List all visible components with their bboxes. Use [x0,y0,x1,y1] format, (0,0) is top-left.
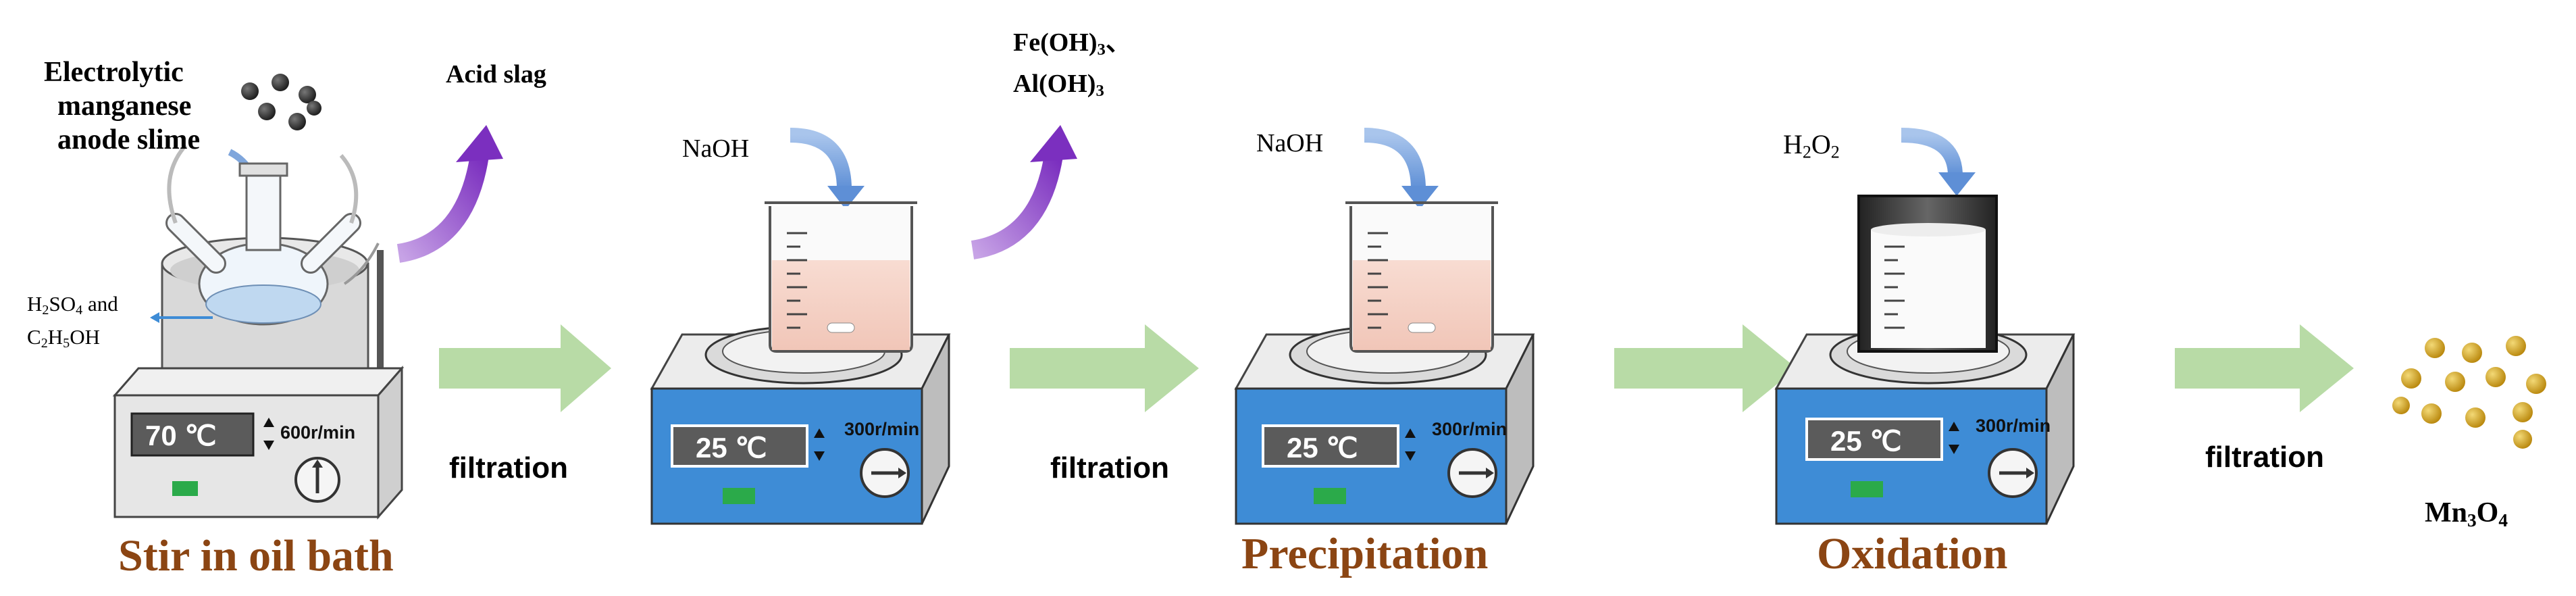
stirrer-4-speed: 300r/min [1976,416,2051,436]
acid-formula: H2SO4 and [27,292,118,318]
stirrer-4 [1774,325,2076,525]
product-label: Mn3O4 [2425,497,2508,530]
beaker-2 [765,201,917,353]
step-stir-title: Stir in oil bath [118,531,394,580]
stirrer-2-speed: 300r/min [844,419,920,439]
hydroxide-label: Fe(OH)3、 Al(OH)3 [1013,26,1131,108]
naoh-label-2: NaOH [1256,129,1324,157]
filtration-label-2: filtration [1050,451,1169,485]
flow-arrow-1 [439,324,611,412]
flow-arrow-2 [1010,324,1199,412]
input-material-label: Electrolytic manganese anode slime [44,55,200,157]
acid-slag-label: Acid slag [446,60,546,89]
naoh-drop-arrow-2-icon [1364,128,1426,190]
flow-arrow-4 [2175,324,2354,412]
reagent-label: H2SO4 and C2H5OH [27,291,118,357]
flow-arrow-3 [1614,324,1797,412]
stirrer-4-temp: 25 ℃ [1830,425,1902,457]
naoh-drop-arrow-1-icon [790,128,852,190]
beaker-4 [1857,195,1998,353]
input-line-3: anode slime [57,124,201,155]
stirrer-3-speed: 300r/min [1432,419,1508,439]
input-line-1: Electrolytic [44,57,184,88]
ethanol-formula: C2H5OH [27,325,101,351]
step-precipitation-title: Precipitation [1241,529,1489,578]
filtration-label-1: filtration [449,451,568,485]
stirrer-2-temp: 25 ℃ [696,432,767,464]
filtration-label-3: filtration [2205,441,2324,474]
stirrer-3-temp: 25 ℃ [1287,432,1358,464]
input-line-2: manganese [57,91,192,122]
oil-bath-vessel [161,144,384,402]
slime-particles [241,74,321,130]
stirrer-1-temp: 70 ℃ [145,420,217,451]
aloh-formula: Al(OH)3 [1013,70,1104,101]
step-oxidation-title: Oxidation [1817,529,2008,578]
h2o2-label: H2O2 [1783,129,1840,162]
beaker-3 [1345,201,1498,353]
h2o2-drop-arrow-icon [1901,128,1963,176]
stirrer-1-speed: 600r/min [280,422,356,443]
naoh-label-1: NaOH [682,134,750,163]
feoh-formula: Fe(OH)3、 [1013,28,1131,59]
hydroxide-arrow-icon [971,153,1063,259]
acid-slag-arrow-icon [396,153,489,263]
stirrer-1 [112,366,405,520]
product-particles [2392,336,2546,449]
